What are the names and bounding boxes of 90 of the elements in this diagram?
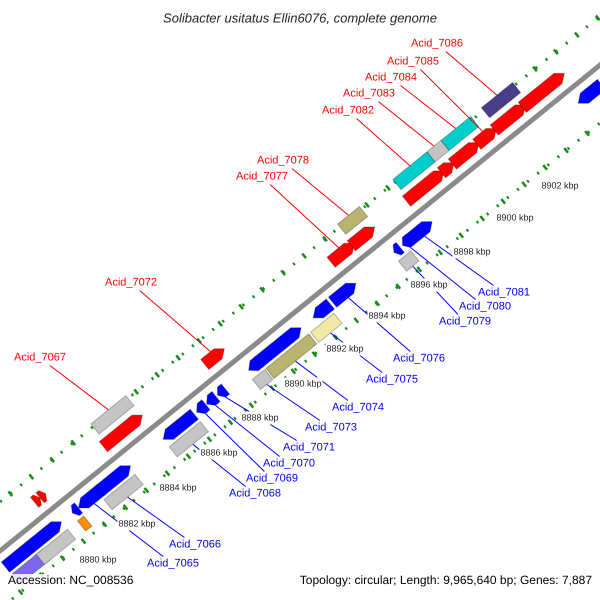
leader-line — [204, 413, 265, 472]
gene-label: Acid_7068 — [229, 488, 281, 500]
gene-feature — [200, 348, 225, 370]
scale-label: 8898 kbp — [452, 246, 492, 258]
gene-feature — [326, 242, 356, 268]
gene-feature — [448, 142, 480, 170]
scale-label: 8902 kbp — [540, 180, 580, 192]
scale-label: 8900 kbp — [495, 212, 535, 224]
leader-line — [295, 360, 348, 401]
accession-text: Accession: NC_008536 — [8, 574, 134, 587]
gene-feature — [90, 394, 135, 435]
gene-feature — [265, 333, 318, 380]
scale-label: 8896 kbp — [409, 278, 449, 292]
leader-line — [410, 247, 476, 300]
gene-label: Acid_7084 — [365, 72, 417, 84]
gene-feature — [490, 104, 526, 136]
gene-feature — [346, 226, 376, 252]
gene-feature — [35, 490, 48, 504]
gene-feature — [402, 170, 444, 207]
scale-label: 8882 kbp — [117, 518, 157, 530]
gene-feature — [103, 474, 144, 510]
gene-feature — [196, 399, 211, 414]
gene-label: Acid_7069 — [246, 472, 298, 486]
gene-feature — [518, 72, 565, 114]
gene-feature — [404, 221, 433, 246]
gene-label: Acid_7076 — [393, 352, 445, 366]
gene-label: Acid_7079 — [439, 316, 491, 328]
leader-line — [292, 168, 349, 216]
gene-label: Acid_7075 — [366, 374, 418, 386]
gene-feature — [254, 327, 302, 368]
leader-line — [445, 51, 498, 96]
gene-feature — [94, 465, 132, 497]
gene-feature — [26, 521, 62, 553]
leader-line — [215, 404, 280, 457]
gene-feature — [216, 383, 230, 398]
gene-feature — [440, 116, 480, 152]
gene-feature — [578, 78, 600, 104]
gene-feature — [36, 528, 76, 566]
leader-line — [424, 236, 494, 286]
scale-label: 8892 kbp — [325, 342, 365, 356]
leader-line — [49, 365, 109, 410]
leader-line — [420, 69, 483, 132]
gene-feature — [312, 298, 336, 318]
gene-label: Acid_7083 — [343, 88, 395, 100]
gene-feature — [70, 502, 84, 516]
gene-label: Acid_7080 — [459, 300, 511, 314]
gene-feature — [98, 414, 143, 452]
gene-label: Acid_7077 — [236, 170, 288, 184]
gene-feature — [30, 494, 42, 508]
leader-line — [270, 184, 340, 248]
gene-label: Acid_7071 — [283, 442, 335, 454]
scale-label: 8880 kbp — [78, 554, 118, 566]
gene-label: Acid_7066 — [169, 538, 221, 552]
leader-line — [139, 290, 211, 352]
gene-feature — [162, 408, 200, 440]
scale-label: 8894 kbp — [367, 310, 407, 322]
gene-label: Acid_7081 — [478, 286, 530, 300]
leader-line — [356, 118, 410, 166]
leader-line — [378, 101, 434, 147]
leader-line — [266, 384, 320, 421]
gene-label: Acid_7067 — [14, 352, 66, 364]
gene-feature — [472, 128, 497, 150]
gene-label: Acid_7085 — [387, 56, 439, 68]
scale-label: 8886 kbp — [199, 446, 239, 460]
gene-label: Acid_7074 — [332, 402, 384, 414]
scale-label: 8890 kbp — [283, 378, 323, 390]
genome-info-text: Topology: circular; Length: 9,965,640 bp; Genes: 7,887 — [300, 574, 592, 587]
title: Solibacter usitatus Ellin6076, complete genome — [163, 12, 437, 24]
gene-feature — [480, 82, 522, 118]
gene-feature — [310, 312, 343, 343]
gene-label: Acid_7065 — [147, 558, 199, 570]
gene-label: Acid_7078 — [257, 154, 309, 168]
gene-feature — [392, 242, 405, 256]
gene-feature — [76, 515, 93, 532]
scale-label: 8888 kbp — [240, 412, 280, 424]
gene-label: Acid_7070 — [263, 458, 315, 470]
gene-label: Acid_7082 — [322, 104, 374, 118]
gene-feature — [336, 206, 368, 235]
scale-label: 8884 kbp — [158, 482, 198, 494]
gene-label: Acid_7072 — [105, 276, 157, 290]
gene-feature — [392, 151, 436, 190]
gene-feature — [206, 390, 221, 406]
gene-feature — [426, 140, 450, 163]
leader-line — [127, 496, 185, 538]
gene-feature — [398, 250, 420, 272]
leader-line — [400, 85, 456, 129]
gene-feature — [328, 282, 357, 308]
gene-feature — [436, 162, 455, 179]
gene-label: Acid_7086 — [411, 38, 463, 50]
gene-label: Acid_7073 — [305, 422, 357, 434]
